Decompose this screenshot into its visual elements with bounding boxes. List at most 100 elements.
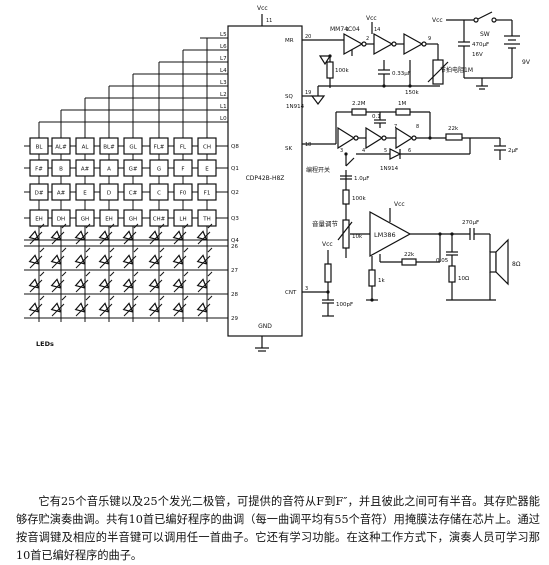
- c-005-label: 0.05: [436, 258, 449, 264]
- audio-amplifier: 音量调节 10k LM386 Vcc 22k 1k 270μF 8Ω: [312, 201, 521, 301]
- music-key: G: [149, 159, 169, 177]
- cnt-vcc: Vcc: [322, 241, 333, 248]
- led-diode: [172, 271, 189, 293]
- r-100k-b-label: 100k: [352, 196, 366, 202]
- music-key-label: E: [205, 167, 209, 173]
- ic-part-number: CDP42B-H8Z: [246, 175, 285, 182]
- c-1uf-label: 1.0μF: [354, 176, 369, 182]
- music-key-label: FL: [180, 145, 187, 151]
- r-1m-label: 1M: [398, 101, 406, 107]
- music-key-label: A#: [81, 167, 90, 173]
- ic-left-pin-label: L0: [220, 116, 227, 122]
- music-key-label: F: [181, 167, 184, 173]
- led-diode: [28, 271, 45, 293]
- gate-pin-1: 1: [346, 27, 349, 33]
- gate-pin-8: 8: [416, 124, 419, 130]
- music-key-label: C#: [129, 191, 138, 197]
- ic-lower-pin-label: 27: [231, 268, 238, 274]
- music-key: DH: [51, 209, 71, 227]
- leds-label: LEDs: [36, 340, 54, 348]
- led-diode: [148, 247, 165, 269]
- music-key: GL: [123, 137, 143, 155]
- ic-vcc-label: Vcc: [257, 5, 268, 12]
- tempo-oscillator: MM74C04 Vcc 14 1 2 9 100k 0.33μF 150k 节拍…: [286, 15, 473, 110]
- led-matrix: 26 27 28 29: [24, 223, 238, 322]
- ic-left-pin-label: L4: [220, 68, 227, 74]
- amp-label: LM386: [374, 231, 396, 239]
- music-key: F1: [197, 183, 217, 201]
- music-key: A: [99, 159, 119, 177]
- ic-lower-pin-label: 29: [231, 316, 238, 322]
- ic-top-pin-number: 11: [266, 18, 272, 24]
- led-diode: [50, 247, 67, 269]
- led-diode: [148, 223, 165, 245]
- music-key-label: A: [107, 167, 111, 173]
- music-key-label: BL: [36, 145, 44, 151]
- music-key: LH: [173, 209, 193, 227]
- ic-left-pin-label: L5: [220, 32, 227, 38]
- ic-body: [227, 25, 303, 337]
- junction-dot: [428, 136, 432, 140]
- pot-volume-label: 音量调节: [312, 219, 339, 228]
- music-key-label: D#: [35, 191, 44, 197]
- music-key: F0: [173, 183, 193, 201]
- music-key: FL#: [149, 137, 169, 155]
- music-key-label: GL: [129, 145, 137, 151]
- ic-right-pin-name: SQ: [285, 94, 293, 100]
- junction-dot: [450, 232, 454, 236]
- led-diode: [196, 223, 213, 245]
- r-10-label: 10Ω: [458, 276, 469, 282]
- gate-pin-2: 2: [366, 36, 369, 42]
- music-key-label: LH: [179, 217, 186, 223]
- diode-1n914-b-label: 1N914: [380, 166, 399, 172]
- music-key-label: GH: [81, 217, 89, 223]
- speaker-label: 8Ω: [512, 261, 521, 268]
- led-diode: [74, 271, 91, 293]
- music-key: GH: [75, 209, 95, 227]
- caption-text: 它有25个音乐键以及25个发光二极管，可提供的音符从F到F″，并且彼此之间可有半…: [16, 495, 540, 562]
- ic-lower-pin-label: 26: [231, 244, 238, 250]
- led-diode: [122, 247, 139, 269]
- music-key-label: EH: [105, 217, 113, 223]
- r-22k-a-label: 22k: [448, 126, 459, 132]
- music-key-label: F1: [204, 191, 211, 197]
- ic-q-pin-label: Q8: [231, 144, 239, 150]
- music-key-label: AL#: [55, 145, 67, 151]
- gate-pin-14: 14: [374, 27, 380, 33]
- pot-tempo-label: 节拍电阻1M: [440, 66, 473, 74]
- junction-dot: [438, 232, 442, 236]
- music-key-label: EH: [35, 217, 43, 223]
- led-diode: [122, 295, 139, 317]
- ic-right-pin-name: SK: [285, 146, 292, 152]
- led-diode: [74, 295, 91, 317]
- ps-vcc: Vcc: [432, 17, 443, 24]
- led-diode: [148, 271, 165, 293]
- ic-lower-pin-label: 28: [231, 292, 238, 298]
- music-key: GH: [123, 209, 143, 227]
- ic-q-pin-label: Q2: [231, 190, 239, 196]
- battery-label: 9V: [522, 59, 531, 66]
- gate-pin-4: 4: [362, 148, 365, 154]
- music-key-label: GH: [129, 217, 137, 223]
- r-10k-label: 10k: [352, 234, 363, 240]
- c-033-label: 0.33μF: [392, 71, 411, 77]
- music-key: A#: [75, 159, 95, 177]
- music-key-label: DH: [57, 217, 65, 223]
- junction-dot: [382, 84, 386, 88]
- led-diode: [74, 223, 91, 245]
- music-key: BL: [29, 137, 49, 155]
- cnt-network: Vcc 100pF: [302, 241, 353, 317]
- ic-right-pin-number: 20: [305, 34, 311, 40]
- ic-q-pin-label: Q1: [231, 166, 239, 172]
- ic-right-pin-number: 18: [305, 142, 311, 148]
- r-22m-label: 2.2M: [352, 101, 366, 107]
- music-key: EH: [99, 209, 119, 227]
- junction-dot: [370, 298, 374, 302]
- r-100k-a-label: 100k: [335, 68, 349, 74]
- ic-gnd-label: GND: [258, 323, 272, 330]
- led-diode: [28, 247, 45, 269]
- music-key: CH#: [149, 209, 169, 227]
- c-100pf-label: 100pF: [336, 302, 353, 308]
- music-key-label: CH#: [153, 217, 166, 223]
